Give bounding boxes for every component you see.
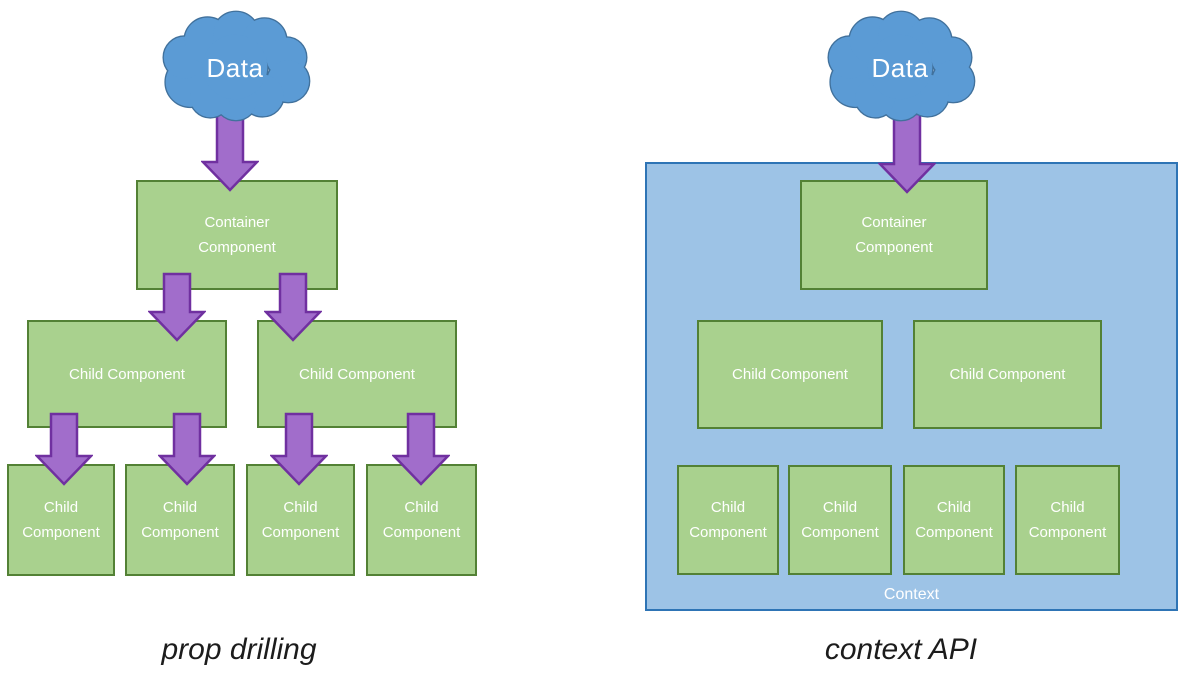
container-component-label: Container Component (198, 214, 276, 256)
child-component-label: Child Component (299, 365, 415, 383)
child-component-label: Child Component (69, 365, 185, 383)
child-component-label: Child Component (801, 499, 879, 541)
child-component-label: Child Component (1028, 499, 1107, 541)
child-component-box: Child Component (677, 465, 779, 575)
container-component-box: Container Component (800, 180, 988, 290)
child-component-label: Child Component (949, 366, 1066, 383)
child-component-box: Child Component (7, 464, 115, 576)
child-component-label: Child Component (261, 499, 340, 541)
child-component-label: Child Component (141, 499, 219, 541)
child-component-label: Child Component (689, 499, 767, 541)
down-arrow-icon (158, 412, 216, 486)
child-component-label: Child Component (22, 499, 100, 541)
child-component-label: Child Component (732, 366, 848, 383)
child-component-box: Child Component (246, 464, 355, 576)
child-component-box: Child Component (913, 320, 1102, 429)
down-arrow-icon (264, 272, 322, 342)
left-caption: prop drilling (161, 633, 317, 666)
child-component-box: Child Component (788, 465, 892, 575)
child-component-box: Child Component (697, 320, 883, 429)
child-component-box: Child Component (27, 320, 227, 428)
container-component-label: Container Component (855, 214, 933, 256)
down-arrow-icon (148, 272, 206, 342)
child-component-box: Child Component (1015, 465, 1120, 575)
child-component-label: Child Component (382, 499, 461, 541)
down-arrow-icon (392, 412, 450, 486)
down-arrow-icon (35, 412, 93, 486)
context-label: Context (883, 586, 940, 603)
child-component-box: Child Component (125, 464, 235, 576)
data-cloud-label: Data (206, 52, 264, 83)
child-component-label: Child Component (915, 499, 993, 541)
child-component-box: Child Component (903, 465, 1005, 575)
data-cloud-label: Data (871, 52, 929, 83)
right-caption: context API (824, 633, 978, 666)
container-component-box: Container Component (136, 180, 338, 290)
down-arrow-icon (270, 412, 328, 486)
down-arrow-icon (878, 112, 936, 194)
down-arrow-icon (201, 112, 259, 192)
